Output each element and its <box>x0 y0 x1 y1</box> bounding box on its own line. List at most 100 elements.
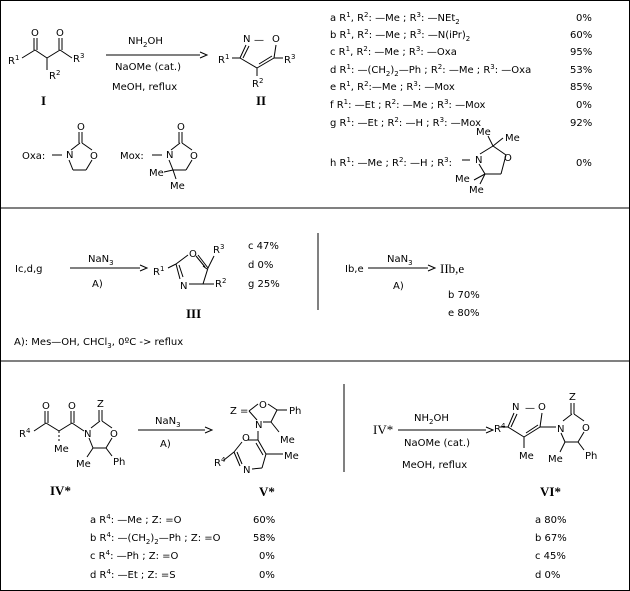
reaction3-condition: A) <box>393 281 404 292</box>
entry-d: d R1: —(CH2)2—Ph ; R2: —Me ; R3: —Oxa <box>330 63 531 78</box>
R3-label: R3 <box>73 52 84 65</box>
yield-f: 0% <box>576 100 592 111</box>
compound-III-structure: O N R1 R3 R2 <box>153 243 226 292</box>
svg-text:Me: Me <box>280 435 295 446</box>
svg-text:O: O <box>259 400 267 411</box>
arrow-reaction-1 <box>106 51 209 59</box>
reaction4-reagent: NaN3 <box>155 416 181 429</box>
yield-e: 85% <box>570 82 592 93</box>
svg-text:O: O <box>538 402 546 413</box>
svg-text:N: N <box>84 429 91 440</box>
reaction3-start: Ib,e <box>345 264 364 275</box>
compound-VI-structure: N — O R4 Me N Z O Me Ph <box>494 392 597 465</box>
svg-text:Me: Me <box>548 454 563 465</box>
yield-b: 60% <box>570 30 592 41</box>
svg-text:O: O <box>504 153 512 164</box>
svg-text:Z: Z <box>569 392 576 403</box>
svg-text:Me: Me <box>469 185 484 196</box>
entry-h: h R1: —Me ; R2: —H ; R3: <box>330 156 452 169</box>
svg-text:Me: Me <box>284 451 299 462</box>
svg-text:R2: R2 <box>215 277 226 290</box>
label-I: I <box>41 93 46 108</box>
entry4-b: b R4: —(CH2)2—Ph ; Z: =O <box>90 531 221 546</box>
mox-label: Mox: <box>120 151 144 162</box>
svg-text:Z: Z <box>97 399 104 410</box>
entry4-a: a R4: —Me ; Z: =O <box>90 513 182 526</box>
entry-c: c R1, R2: —Me ; R3: —Oxa <box>330 45 457 58</box>
yield5-a: a 80% <box>535 515 567 526</box>
R1-label: R1 <box>8 54 19 67</box>
svg-text:Me: Me <box>455 174 470 185</box>
reagent-meoh: MeOH, reflux <box>112 82 177 93</box>
label-III: III <box>186 306 201 321</box>
svg-text:O: O <box>68 401 76 412</box>
reaction4-condition: A) <box>160 439 171 450</box>
label-II: II <box>256 93 266 108</box>
svg-text:Ph: Ph <box>113 457 125 468</box>
reagent-naome: NaOMe (cat.) <box>115 62 181 73</box>
svg-text:R4: R4 <box>214 456 226 469</box>
yield4-d: 0% <box>259 570 275 581</box>
arrow-reaction-2 <box>70 264 149 272</box>
svg-text:O: O <box>31 28 39 39</box>
svg-text:R2: R2 <box>252 77 263 90</box>
svg-text:O: O <box>582 423 590 434</box>
reaction3-reagent: NaN3 <box>387 254 413 267</box>
entry-list-reaction-1: a R1, R2: —Me ; R3: —NEt2 b R1, R2: —Me … <box>330 11 531 169</box>
svg-text:Me: Me <box>54 444 69 455</box>
yield-column-reaction-5: a 80% b 67% c 45% d 0% <box>535 515 567 581</box>
svg-text:Me: Me <box>505 133 520 144</box>
reaction3-yield-b: b 70% <box>448 290 480 301</box>
svg-text:R3: R3 <box>213 243 224 256</box>
reaction2-reagent: NaN3 <box>88 254 114 267</box>
svg-text:Me: Me <box>476 127 491 138</box>
reaction5-reagent-naome: NaOMe (cat.) <box>404 438 470 449</box>
svg-text:R3: R3 <box>284 53 295 66</box>
yield-a: 0% <box>576 13 592 24</box>
svg-text:N: N <box>512 402 519 413</box>
yield5-c: c 45% <box>535 551 566 562</box>
svg-text:Z: Z <box>230 406 237 417</box>
svg-text:N: N <box>243 34 250 45</box>
compound-II-structure: N O — R1 R3 R2 <box>218 34 295 90</box>
reagent-nh2oh: NH2OH <box>128 36 163 49</box>
yield4-a: 60% <box>253 515 275 526</box>
yield-h: 0% <box>576 158 592 169</box>
svg-text:R4: R4 <box>19 427 31 440</box>
yield4-b: 58% <box>253 533 275 544</box>
svg-text:O: O <box>90 151 98 162</box>
label-IV: IV* <box>50 483 71 498</box>
svg-text:O: O <box>189 249 197 260</box>
reaction5-start: IV* <box>373 422 393 437</box>
oxa-structure: N O O <box>52 122 98 171</box>
arrow-reaction-3 <box>368 264 437 272</box>
reaction5-reagent-nh2oh: NH2OH <box>414 413 449 426</box>
R2-label: R2 <box>49 69 60 82</box>
svg-text:O: O <box>42 401 50 412</box>
svg-text:Me: Me <box>76 459 91 470</box>
svg-text:Ph: Ph <box>289 406 301 417</box>
yield-column-reaction-4: 60% 58% 0% 0% <box>253 515 275 581</box>
svg-text:O: O <box>110 429 118 440</box>
entry-b: b R1, R2: —Me ; R3: —N(iPr)2 <box>330 28 470 43</box>
svg-text:O: O <box>77 122 85 133</box>
svg-text:Me: Me <box>519 451 534 462</box>
entry-f: f R1: —Et ; R2: —Me ; R3: —Mox <box>330 98 486 111</box>
reaction5-reagent-meoh: MeOH, reflux <box>402 460 467 471</box>
reaction3-yield-e: e 80% <box>448 308 480 319</box>
svg-text:N: N <box>180 281 187 292</box>
svg-text:Me: Me <box>149 168 164 179</box>
arrow-reaction-4 <box>138 426 214 434</box>
svg-text:—: — <box>254 35 264 46</box>
yield5-b: b 67% <box>535 533 567 544</box>
yield5-d: d 0% <box>535 570 560 581</box>
svg-text:=: = <box>240 406 248 417</box>
svg-text:O: O <box>190 151 198 162</box>
reaction2-yield-g: g 25% <box>248 279 280 290</box>
compound-I-structure: O O R1 R3 R2 <box>8 28 84 82</box>
entry4-c: c R4: —Ph ; Z: =O <box>90 549 179 562</box>
svg-text:N: N <box>255 420 262 431</box>
yield-g: 92% <box>570 118 592 129</box>
